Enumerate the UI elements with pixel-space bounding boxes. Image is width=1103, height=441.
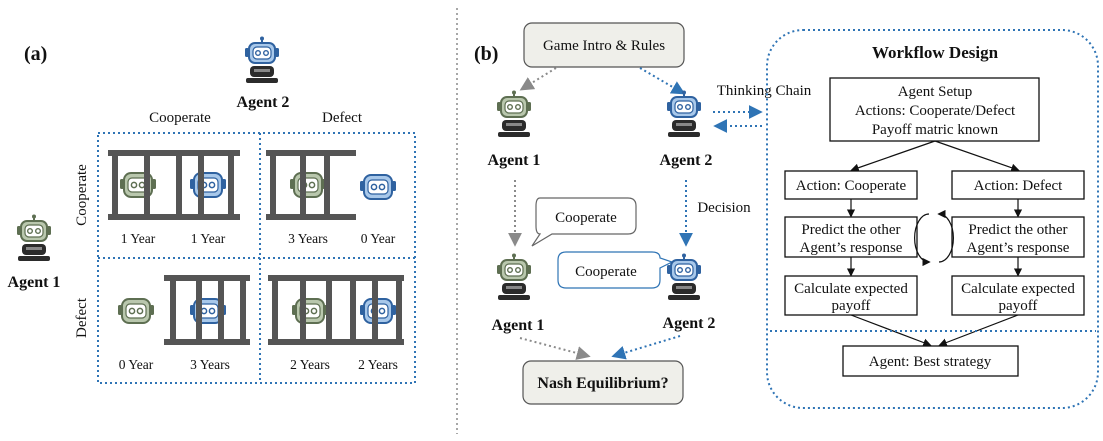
- bubble-agent2-text: Cooperate: [575, 264, 637, 280]
- jail-bars-icon: [266, 150, 356, 220]
- best-strategy-box: [842, 345, 1019, 377]
- nash-box: [522, 360, 684, 405]
- agent-setup-box: [829, 77, 1040, 142]
- bubble-agent1-text: Cooperate: [555, 210, 617, 226]
- predict-left-line-1: Predict the other: [801, 222, 900, 238]
- arrow-setup-to-cooperate: [850, 140, 936, 172]
- speech-bubble-agent2: [557, 251, 674, 289]
- arrow-intro-to-agent1: [519, 67, 557, 91]
- cell-defect-defect: 2 Years 2 Years: [268, 275, 404, 372]
- cycle-arrows-icon: [914, 209, 954, 267]
- cell-coop-coop: 1 Year 1 Year: [108, 150, 240, 246]
- agent2-head-icon: [359, 174, 397, 200]
- predict-left-line-2: Agent’s response: [800, 240, 903, 256]
- cell-right-value: 0 Year: [361, 231, 396, 246]
- nash-label: Nash Equilibrium?: [537, 375, 668, 392]
- thinking-chain-label: Thinking Chain: [717, 83, 812, 99]
- calc-left-line-2: payoff: [832, 298, 871, 314]
- agent2-top-label: Agent 2: [660, 152, 713, 169]
- jail-bars-icon: [108, 150, 240, 220]
- jail-bars-icon: [268, 275, 404, 345]
- arrow-intro-to-agent2: [639, 67, 686, 95]
- agent1-top-label: Agent 1: [488, 152, 541, 169]
- agent1-head-icon: [289, 172, 327, 198]
- agent1-head-icon: [291, 298, 329, 324]
- game-intro-label: Game Intro & Rules: [543, 38, 665, 54]
- action-defect-label: Action: Defect: [974, 178, 1064, 194]
- panel-a-label: (a): [24, 43, 47, 65]
- workflow-title: Workflow Design: [872, 43, 999, 62]
- col-header-defect: Defect: [322, 110, 363, 126]
- agent2-top-robot-icon: [666, 90, 702, 138]
- workflow-panel: Workflow Design Agent Setup Actions: Coo…: [766, 29, 1099, 409]
- agent2-bottom-label: Agent 2: [663, 315, 716, 332]
- cell-left-value: 2 Years: [290, 357, 330, 372]
- cell-right-value: 2 Years: [358, 357, 398, 372]
- calc-right-line-1: Calculate expected: [961, 281, 1075, 297]
- action-defect-box: [951, 170, 1085, 200]
- agent1-label: Agent 1: [8, 274, 61, 291]
- calc-left-box: [784, 275, 918, 316]
- calc-right-line-2: payoff: [999, 298, 1038, 314]
- row-header-cooperate: Cooperate: [74, 164, 90, 226]
- arrow-agent1-to-nash: [519, 337, 591, 360]
- col-header-cooperate: Cooperate: [149, 110, 211, 126]
- cell-left-value: 1 Year: [121, 231, 156, 246]
- jail-bars-icon: [164, 275, 250, 345]
- agent1-robot-icon: [16, 214, 52, 262]
- workflow-border: [766, 29, 1099, 409]
- row-header-defect: Defect: [74, 297, 90, 338]
- agent1-head-icon: [117, 298, 155, 324]
- agent2-bottom-robot-icon: [666, 253, 702, 301]
- game-intro-box: [523, 22, 685, 68]
- agent2-head-icon: [189, 172, 227, 198]
- agent1-top-robot-icon: [496, 90, 532, 138]
- panel-b: (b) Game Intro & Rules Agent 1 Agent 2 T…: [474, 22, 812, 405]
- action-cooperate-label: Action: Cooperate: [796, 178, 907, 194]
- cell-left-value: 0 Year: [119, 357, 154, 372]
- cell-right-value: 3 Years: [190, 357, 230, 372]
- calc-right-box: [951, 275, 1085, 316]
- agent2-label: Agent 2: [237, 94, 290, 111]
- agent1-bottom-robot-icon: [496, 253, 532, 301]
- cell-coop-defect: 3 Years 0 Year: [266, 150, 397, 246]
- panel-b-label: (b): [474, 43, 498, 65]
- arrow-setup-to-defect: [934, 140, 1020, 172]
- predict-right-box: [951, 216, 1085, 258]
- panel-a: (a) Agent 2 Agent 1 Cooperate Defect Coo…: [8, 36, 416, 384]
- agent1-head-icon: [119, 172, 157, 198]
- speech-bubble-agent1: [531, 197, 637, 247]
- setup-line-1: Agent Setup: [898, 84, 973, 100]
- setup-line-3: Payoff matric known: [872, 122, 999, 138]
- cell-left-value: 3 Years: [288, 231, 328, 246]
- cell-right-value: 1 Year: [191, 231, 226, 246]
- best-strategy-label: Agent: Best strategy: [869, 354, 992, 370]
- setup-line-2: Actions: Cooperate/Defect: [855, 103, 1016, 119]
- arrow-agent2-to-nash: [611, 335, 681, 360]
- action-cooperate-box: [784, 170, 918, 200]
- predict-right-line-2: Agent’s response: [967, 240, 1070, 256]
- agent1-bottom-label: Agent 1: [492, 317, 545, 334]
- decision-label: Decision: [697, 200, 751, 216]
- cell-defect-coop: 0 Year 3 Years: [117, 275, 250, 372]
- calc-left-line-1: Calculate expected: [794, 281, 908, 297]
- predict-left-box: [784, 216, 918, 258]
- agent2-robot-icon: [244, 36, 280, 84]
- arrow-right-to-best: [938, 314, 1019, 347]
- predict-right-line-1: Predict the other: [968, 222, 1067, 238]
